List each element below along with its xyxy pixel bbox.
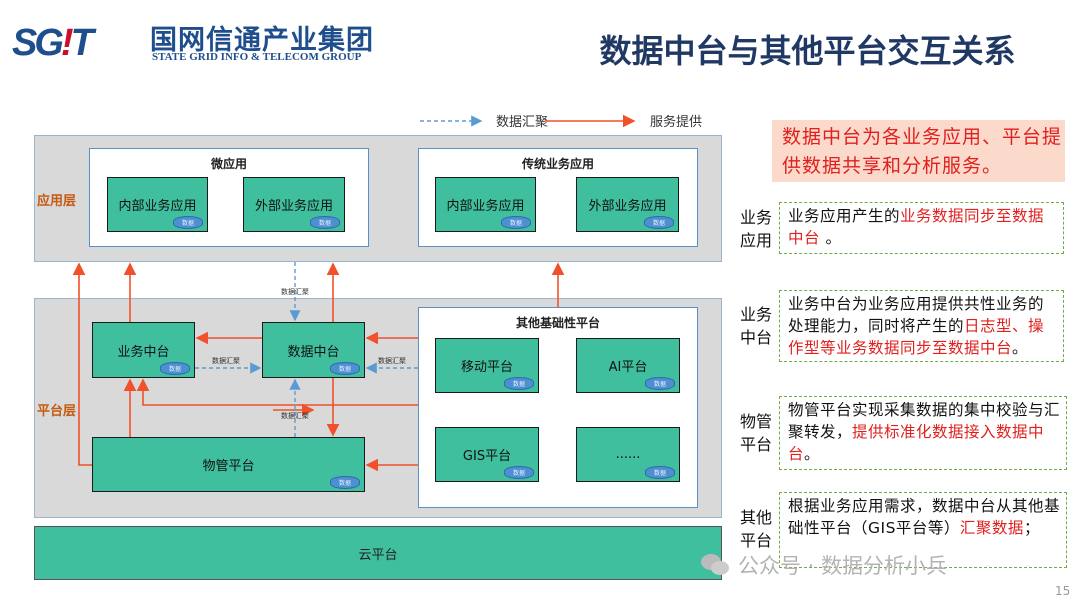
section-label: 业务应用 <box>740 208 773 250</box>
database-icon: 数据 <box>330 476 360 489</box>
section-highlight: 提供标准化数据接入数据中台 <box>788 423 1045 463</box>
page-title: 数据中台与其他平台交互关系 <box>599 32 1016 70</box>
section-tail: 。 <box>1012 339 1029 357</box>
flow-label: 数据汇聚 <box>212 357 240 365</box>
database-icon: 数据 <box>504 466 534 479</box>
ai-platform[interactable]: AI平台数据 <box>576 338 680 393</box>
other-platforms-title: 其他基础性平台 <box>515 316 600 330</box>
node-label: AI平台 <box>608 360 648 375</box>
section-text: 根据业务应用需求，数据中台从其他基础性平台（GIS平台等） <box>788 497 1061 537</box>
section-label: 其他平台 <box>740 508 773 550</box>
database-icon: 数据 <box>645 377 675 390</box>
more-platforms[interactable]: ...... 数据 <box>576 427 680 482</box>
arrow-other-to-biz <box>136 378 418 406</box>
logo-mark: SG!T <box>12 22 94 64</box>
database-icon: 数据 <box>645 466 675 479</box>
watermark-text: 公众号 · 数据分析小兵 <box>738 554 948 578</box>
database-icon: 数据 <box>501 216 531 229</box>
node-label: 内部业务应用 <box>446 199 525 214</box>
database-icon: 数据 <box>160 362 190 375</box>
cloud-platform[interactable]: 云平台 <box>34 526 722 580</box>
section-text: 业务中台为业务应用提供共性业务的处理能力，同时将产生的 <box>788 295 1045 335</box>
business-middle-platform[interactable]: 业务中台数据 <box>92 322 195 378</box>
app-layer-label: 应用层 <box>37 194 77 209</box>
data-middle-platform[interactable]: 数据中台数据 <box>262 322 365 378</box>
micro-external-app[interactable]: 外部业务应用数据 <box>243 177 345 232</box>
cloud-label: 云平台 <box>358 547 398 563</box>
section-highlight: 日志型、操作型等业务数据同步至数据中台 <box>788 317 1045 357</box>
gis-platform[interactable]: GIS平台数据 <box>435 427 539 482</box>
node-label: 物管平台 <box>202 459 255 474</box>
logo-cn: 国网信通产业集团 <box>150 25 374 56</box>
micro-internal-app[interactable]: 内部业务应用数据 <box>107 177 208 232</box>
flow-label: 数据汇聚 <box>281 288 309 296</box>
mobile-platform[interactable]: 移动平台数据 <box>435 338 539 393</box>
node-label: 数据中台 <box>287 344 340 360</box>
section-box: 业务中台为业务应用提供共性业务的处理能力，同时将产生的日志型、操作型等业务数据同… <box>779 290 1064 362</box>
section-label: 业务中台 <box>740 305 773 347</box>
section-text: 物管平台实现采集数据的集中校验与汇聚转发， <box>788 401 1061 441</box>
arrow-iot-to-app <box>72 262 92 466</box>
watermark: 公众号 · 数据分析小兵 <box>700 550 947 580</box>
node-label: 业务中台 <box>117 344 170 360</box>
flow-label: 数据汇聚 <box>378 357 406 365</box>
legend-service: 服务提供 <box>650 115 703 130</box>
legacy-internal-app[interactable]: 内部业务应用数据 <box>435 177 536 232</box>
section-tail: 。 <box>820 229 842 247</box>
node-label: ...... <box>615 447 641 462</box>
section-highlight: 业务数据同步至数据中台 <box>788 207 1045 247</box>
node-label: GIS平台 <box>462 449 512 464</box>
section-tail: 。 <box>804 445 821 463</box>
section-label: 物管平台 <box>740 412 773 454</box>
platform-layer-label: 平台层 <box>37 404 77 419</box>
legend-data-aggregation: 数据汇聚 <box>496 115 549 130</box>
micro-app-title: 微应用 <box>210 157 247 171</box>
node-label: 外部业务应用 <box>254 199 333 214</box>
flow-label: 数据汇聚 <box>281 412 309 420</box>
legacy-app-title: 传统业务应用 <box>521 157 594 171</box>
legacy-external-app[interactable]: 外部业务应用数据 <box>576 177 679 232</box>
database-icon: 数据 <box>173 216 203 229</box>
section-tail: ； <box>1023 519 1040 537</box>
database-icon: 数据 <box>330 362 360 375</box>
node-label: 移动平台 <box>460 360 513 375</box>
node-label: 外部业务应用 <box>588 199 667 214</box>
iot-platform[interactable]: 物管平台数据 <box>92 437 365 492</box>
section-highlight: 汇聚数据 <box>959 519 1024 537</box>
database-icon: 数据 <box>644 216 674 229</box>
section-box: 根据业务应用需求，数据中台从其他基础性平台（GIS平台等）汇聚数据； <box>779 492 1067 568</box>
database-icon: 数据 <box>504 377 534 390</box>
highlight-summary: 数据中台为各业务应用、平台提供数据共享和分析服务。 <box>772 120 1065 182</box>
section-box: 物管平台实现采集数据的集中校验与汇聚转发，提供标准化数据接入数据中台。 <box>779 396 1067 470</box>
section-box: 业务应用产生的业务数据同步至数据中台 。 <box>779 202 1064 254</box>
wechat-icon <box>701 554 729 575</box>
section-text: 业务应用产生的 <box>788 207 901 225</box>
page-number: 15 <box>1055 584 1071 598</box>
node-label: 内部业务应用 <box>118 199 197 214</box>
database-icon: 数据 <box>310 216 340 229</box>
logo-en: STATE GRID INFO & TELECOM GROUP <box>152 51 362 63</box>
